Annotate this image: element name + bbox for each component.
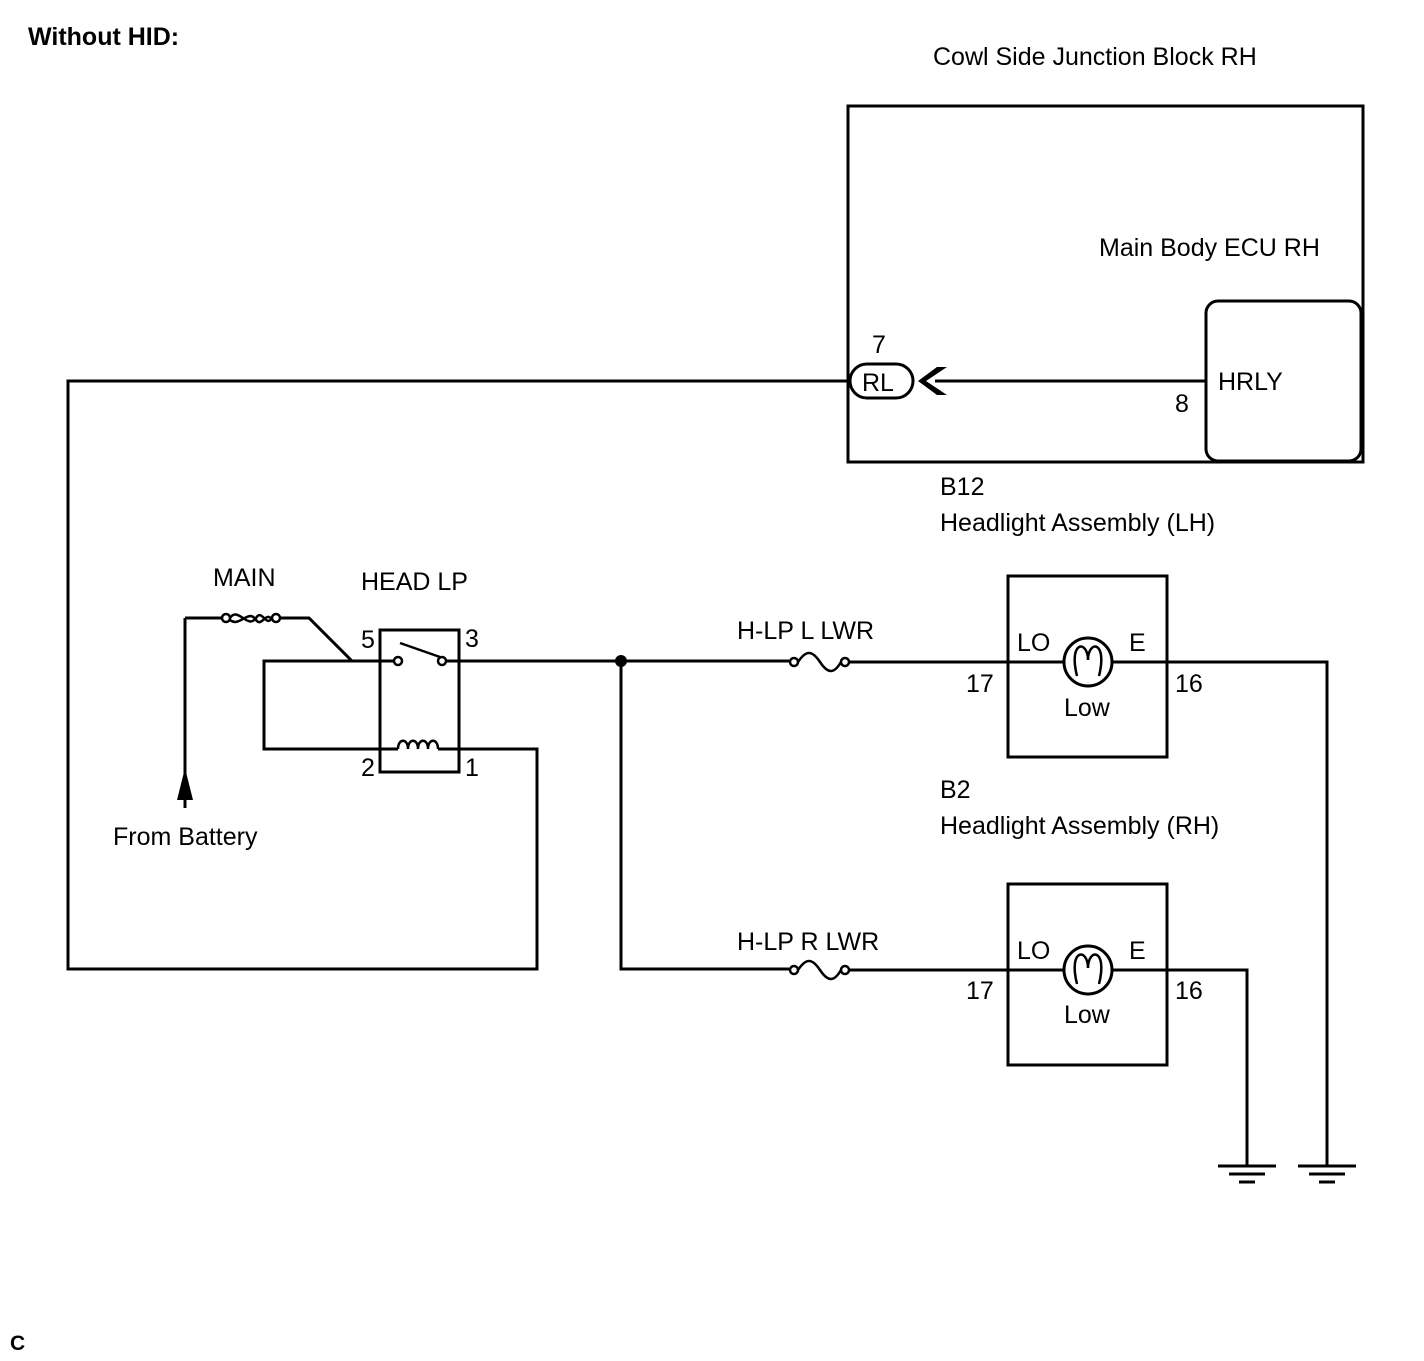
bulb-rh-icon (1008, 944, 1167, 996)
pin-8-label: 8 (1175, 390, 1189, 418)
relay-pin-5: 5 (361, 626, 375, 654)
fuse-main-icon (220, 612, 282, 624)
diagram-title: Without HID: (28, 23, 179, 51)
fuse-lh-icon (788, 651, 851, 673)
headlight-rh-code: B2 (940, 776, 971, 804)
battery-label: From Battery (113, 823, 258, 851)
headlight-lh-pin-17: 17 (966, 670, 994, 698)
wire-rh-to-ground (1167, 968, 1249, 1165)
headlight-rh-pin-17: 17 (966, 977, 994, 1005)
wire-rl-to-relay-coil (66, 379, 850, 971)
headlight-rh-title: Headlight Assembly (RH) (940, 812, 1219, 840)
relay-pin-3: 3 (465, 625, 479, 653)
battery-arrow-icon (177, 768, 193, 800)
pin-7-label: 7 (872, 331, 886, 359)
headlight-lh-bulb-label: Low (1064, 694, 1111, 722)
junction-block-box (846, 104, 1365, 464)
headlight-lh-lo-label: LO (1017, 629, 1050, 657)
fuse-lh-label: H-LP L LWR (737, 617, 874, 645)
fuse-main-label: MAIN (213, 564, 276, 592)
relay-pin-1: 1 (465, 754, 479, 782)
headlight-rh-e-label: E (1129, 937, 1146, 965)
relay-coil-icon (380, 739, 459, 751)
relay-switch-icon (380, 641, 459, 667)
headlight-rh-lo-label: LO (1017, 937, 1050, 965)
headlight-lh-e-label: E (1129, 629, 1146, 657)
fuse-rh-label: H-LP R LWR (737, 928, 879, 956)
rl-connector-label: RL (862, 369, 894, 397)
relay-pin-2: 2 (361, 754, 375, 782)
diagram-code: C (10, 1332, 25, 1355)
relay-title: HEAD LP (361, 568, 468, 596)
headlight-lh-box (1006, 574, 1169, 759)
headlight-rh-box (1006, 882, 1169, 1067)
ground-icon (1218, 1164, 1276, 1184)
bulb-lh-icon (1008, 636, 1167, 688)
ground-icon (1298, 1164, 1356, 1184)
junction-block-title: Cowl Side Junction Block RH (933, 43, 1257, 71)
wire-lh-to-ground (1167, 660, 1329, 1165)
headlight-rh-pin-16: 16 (1175, 977, 1203, 1005)
wire-fuse-to-relay (280, 616, 354, 663)
fuse-rh-icon (788, 959, 851, 981)
headlight-lh-title: Headlight Assembly (LH) (940, 509, 1215, 537)
wire-relay-bypass (262, 659, 380, 751)
wire-to-rh-branch (619, 661, 789, 971)
relay-box (378, 628, 461, 774)
connector-arrow-icon (918, 367, 947, 395)
ecu-label: Main Body ECU RH (1099, 234, 1320, 262)
hrly-label: HRLY (1218, 368, 1283, 396)
headlight-lh-pin-16: 16 (1175, 670, 1203, 698)
headlight-lh-code: B12 (940, 473, 984, 501)
headlight-rh-bulb-label: Low (1064, 1001, 1111, 1029)
